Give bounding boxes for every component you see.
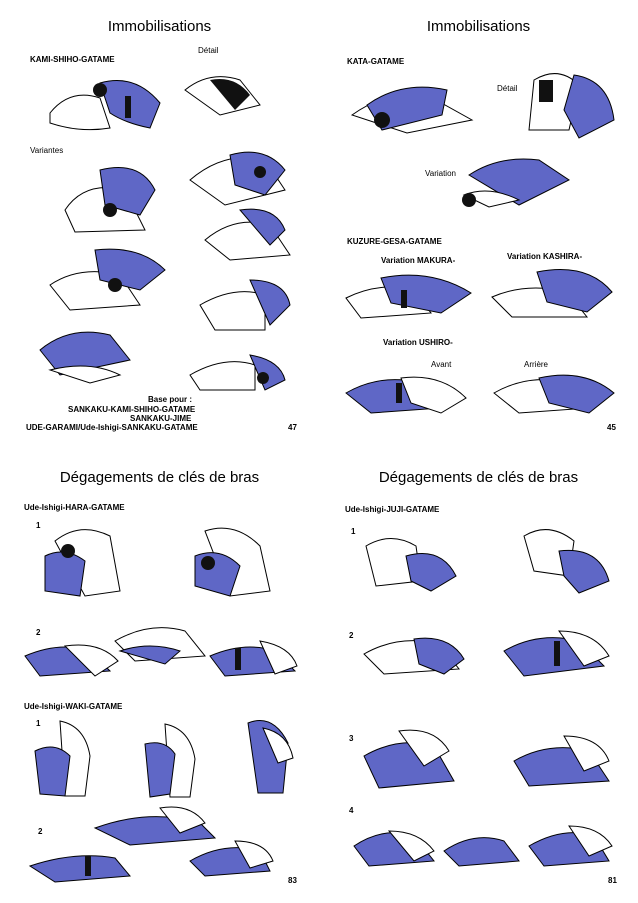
step-number: 4: [349, 806, 354, 815]
step-number: 2: [36, 628, 41, 637]
sankaku-jime-label: SANKAKU-JIME: [130, 414, 192, 423]
judo-illustration-waki-2c: [189, 840, 274, 877]
judo-illustration-variante-3: [204, 208, 291, 261]
judo-illustration-hara-2a: [24, 644, 119, 677]
variantes-label: Variantes: [30, 146, 64, 155]
judo-illustration-variante-5: [199, 279, 291, 331]
page-number: 83: [288, 876, 297, 885]
judo-illustration-waki-1c: [247, 720, 294, 794]
page-45: Immobilisations KATA-GATAME Détail Varia…: [319, 0, 638, 451]
page-number: 45: [607, 423, 616, 432]
judo-illustration-juji-3b: [513, 735, 610, 787]
variation-label: Variation: [425, 169, 456, 178]
judo-illustration-ushiro-arriere: [493, 374, 615, 414]
avant-label: Avant: [431, 360, 452, 369]
judo-illustration-juji-2b: [503, 630, 610, 677]
judo-illustration-hara-2c: [209, 640, 298, 677]
panel-title: Immobilisations: [426, 18, 531, 35]
technique-label-waki-gatame: Ude-Ishigi-WAKI-GATAME: [24, 702, 123, 711]
technique-label-juji-gatame: Ude-Ishigi-JUJI-GATAME: [345, 505, 440, 514]
technique-label-kata-gatame: KATA-GATAME: [347, 57, 405, 66]
judo-illustration-variante-6: [39, 331, 131, 384]
step-number: 2: [349, 631, 354, 640]
technique-label-kami-shiho-gatame: KAMI-SHIHO-GATAME: [30, 55, 115, 64]
judo-illustration-kata-variation: [462, 158, 570, 208]
step-number: 1: [36, 719, 41, 728]
judo-illustration-juji-3a: [363, 729, 455, 789]
judo-illustration-kami-shiho: [49, 80, 161, 131]
step-number: 1: [351, 527, 356, 536]
page-83: Dégagements de clés de bras Ude-Ishigi-H…: [0, 451, 319, 902]
page-81: Dégagements de clés de bras Ude-Ishigi-J…: [319, 451, 638, 902]
panel-title: Dégagements de clés de bras: [59, 469, 260, 486]
judo-illustration-kata-gatame: [350, 86, 474, 134]
step-number: 3: [349, 734, 354, 743]
judo-illustration-hara-2b: [114, 627, 206, 665]
judo-illustration-waki-2b: [28, 855, 132, 883]
judo-illustration-waki-1b: [144, 723, 196, 798]
judo-illustration-kata-detail: [528, 73, 615, 139]
judo-illustration-juji-4c: [528, 825, 613, 867]
judo-illustration-makura: [345, 274, 472, 319]
judo-illustration-juji-4b: [443, 837, 520, 867]
judo-illustration-variante-2: [64, 167, 156, 233]
judo-illustration-kashira: [491, 269, 613, 318]
variation-ushiro-label: Variation USHIRO-: [383, 338, 453, 347]
panel-title: Immobilisations: [107, 18, 212, 35]
detail-label: Détail: [198, 46, 219, 55]
base-pour-label: Base pour :: [148, 395, 193, 404]
variation-makura-label: Variation MAKURA-: [381, 256, 456, 265]
page-number: 81: [608, 876, 617, 885]
arriere-label: Arrière: [524, 360, 549, 369]
judo-illustration-waki-2a: [93, 806, 217, 846]
technique-label-hara-gatame: Ude-Ishigi-HARA-GATAME: [24, 503, 125, 512]
detail-label: Détail: [497, 84, 518, 93]
judo-illustration-juji-1b: [523, 529, 610, 594]
page-number: 47: [288, 423, 297, 432]
judo-illustration-juji-4a: [353, 830, 435, 867]
judo-illustration-variante-1: [189, 151, 286, 206]
sankaku-kami-label: SANKAKU-KAMI-SHIHO-GATAME: [68, 405, 196, 414]
judo-illustration-variante-4: [49, 248, 166, 311]
judo-illustration-ushiro-avant: [345, 376, 467, 414]
technique-label-kuzure-gesa-gatame: KUZURE-GESA-GATAME: [347, 237, 442, 246]
variation-kashira-label: Variation KASHIRA-: [507, 252, 583, 261]
judo-illustration-hara-1a: [44, 529, 121, 597]
judo-illustration-detail: [184, 76, 261, 116]
page-47: Immobilisations KAMI-SHIHO-GATAME Détail…: [0, 0, 319, 451]
judo-illustration-variante-7: [189, 354, 286, 391]
judo-illustration-waki-1a: [34, 720, 91, 797]
step-number: 2: [38, 827, 43, 836]
judo-illustration-juji-1a: [365, 538, 457, 592]
ude-garami-label: UDE-GARAMI/Ude-Ishigi-SANKAKU-GATAME: [26, 423, 198, 432]
step-number: 1: [36, 521, 41, 530]
panel-title: Dégagements de clés de bras: [378, 469, 579, 486]
judo-illustration-juji-2a: [363, 637, 465, 675]
judo-illustration-hara-1b: [194, 527, 271, 597]
